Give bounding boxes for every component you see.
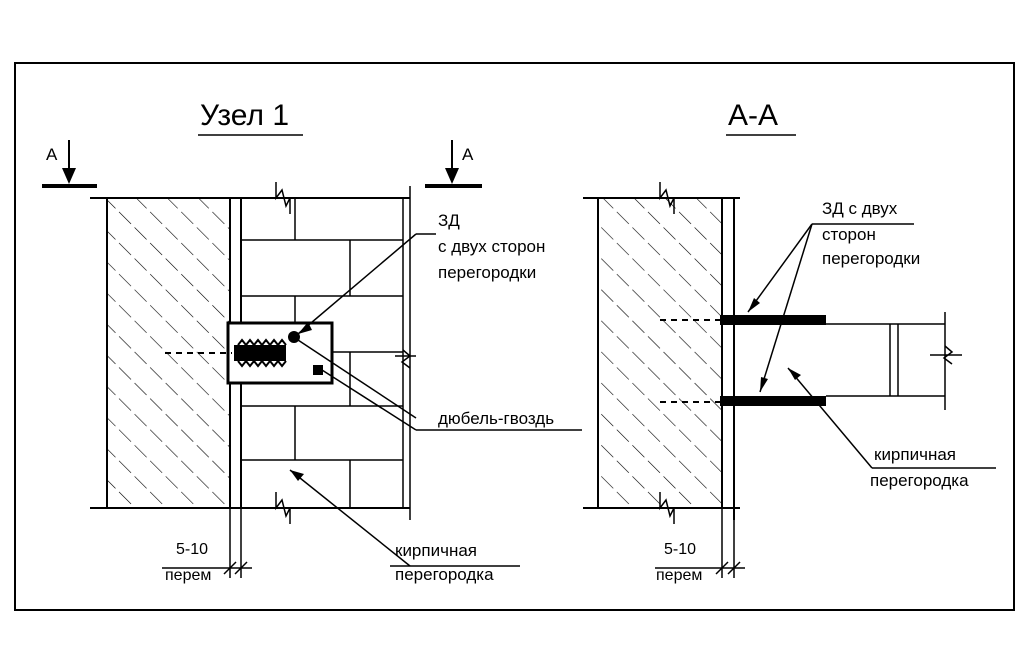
nail-head-upper — [288, 331, 300, 343]
section-mark-right-letter: А — [462, 145, 474, 164]
partition-callout-line-2: перегородка — [395, 565, 494, 584]
break-mark-right — [400, 349, 412, 369]
section-partition-callout-line-2: перегородка — [870, 471, 969, 490]
drawing-frame — [14, 62, 1015, 611]
section-title: А-А — [728, 99, 778, 132]
section-mark-left: А — [42, 140, 97, 188]
section-mark-left-letter: А — [46, 145, 58, 164]
node-1-view: Узел 1 А А — [42, 99, 582, 584]
break-mark-bottom — [275, 492, 291, 524]
dowel-nail-icon — [234, 338, 287, 368]
fastener-callout-line-3: перегородки — [438, 263, 536, 282]
section-fastener-callout-line-3: перегородки — [822, 249, 920, 268]
gap-dimension-right — [655, 508, 745, 578]
section-break-mark-top — [659, 182, 675, 214]
section-fastener-upper — [720, 315, 826, 325]
section-fastener-lower — [720, 396, 826, 406]
section-fastener-callout-line-1: ЗД с двух — [822, 199, 898, 218]
section-mark-right: А — [425, 140, 482, 188]
section-partition-callout-line-1: кирпичная — [874, 445, 956, 464]
dowel-callout: дюбель-гвоздь — [438, 409, 554, 428]
gap-dimension-left-note: перем — [165, 567, 211, 584]
section-concrete-wall — [597, 197, 723, 509]
section-a-a-view: А-А ЗД с — [583, 99, 996, 584]
nail-head-lower — [313, 365, 323, 375]
break-mark-top — [275, 182, 291, 214]
fastener-callout-line-1: ЗД — [438, 211, 460, 230]
gap-dimension-right-note: перем — [656, 567, 702, 584]
fastener-callout-line-2: с двух сторон — [438, 237, 545, 256]
gap-dimension-left — [162, 508, 252, 578]
gap-dimension-right-value: 5-10 — [664, 541, 696, 558]
partition-callout-line-1: кирпичная — [395, 541, 477, 560]
gap-dimension-left-value: 5-10 — [176, 541, 208, 558]
section-brick-partition — [826, 312, 962, 410]
node-1-title: Узел 1 — [200, 99, 289, 132]
section-break-mark-bottom — [659, 492, 675, 524]
brick-partition — [241, 198, 404, 508]
section-fastener-callout-line-2: сторон — [822, 225, 876, 244]
